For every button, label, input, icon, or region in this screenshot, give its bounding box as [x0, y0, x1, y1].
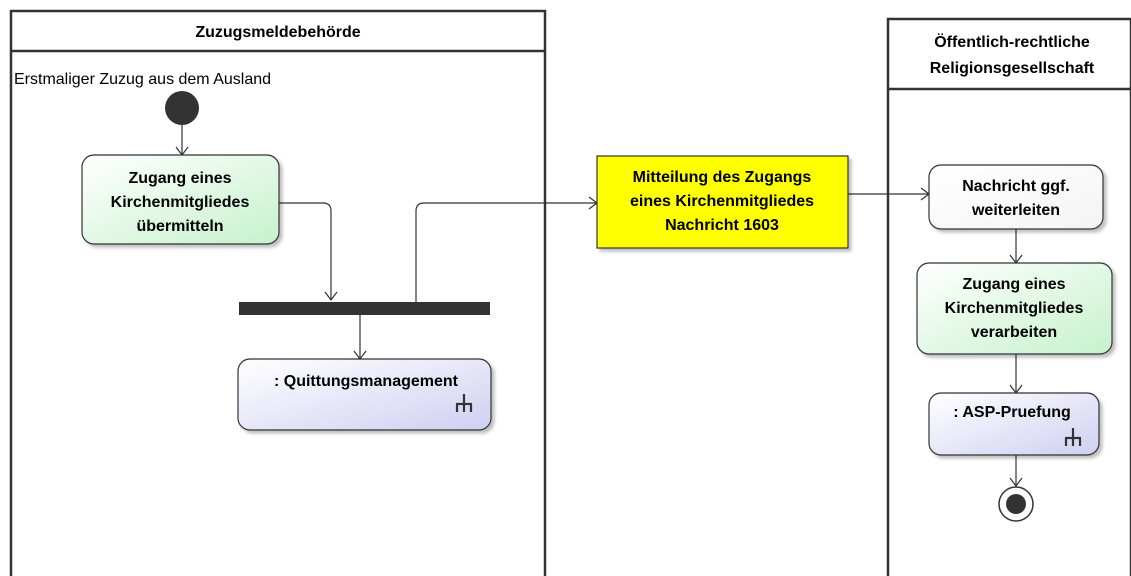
call-quittungsmanagement[interactable]: : Quittungsmanagement	[237, 358, 492, 431]
lane-title-line-2: Religionsgesellschaft	[930, 60, 1095, 77]
initial-node	[165, 91, 199, 125]
edge-send-to-fork	[279, 202, 332, 300]
call-asp-pruefung[interactable]: : ASP-Pruefung	[928, 392, 1100, 456]
action-label-line: verarbeiten	[971, 324, 1057, 341]
edges	[175, 125, 1023, 487]
object-nachricht-1603[interactable]: Mitteilung des Zugangs eines Kirchenmitg…	[596, 155, 849, 249]
action-label-line: weiterleiten	[971, 202, 1060, 219]
lane-title: Zuzugsmeldebehörde	[195, 24, 360, 41]
final-node	[998, 486, 1034, 522]
action-label-line: übermitteln	[136, 218, 223, 235]
lane-zuzugsmeldebehoerde: Zuzugsmeldebehörde	[9, 9, 547, 576]
action-zugang-uebermitteln[interactable]: Zugang eines Kirchenmitgliedes übermitte…	[81, 154, 280, 245]
fork-bar	[239, 302, 490, 315]
action-label-line: Zugang eines	[128, 170, 231, 187]
action-label-line: Nachricht ggf.	[962, 178, 1070, 195]
lane-title-line-1: Öffentlich-rechtliche	[934, 32, 1090, 51]
edge-fork-to-message	[415, 202, 597, 302]
start-label: Erstmaliger Zuzug aus dem Ausland	[14, 71, 271, 88]
object-label-line: eines Kirchenmitgliedes	[630, 193, 814, 210]
object-label-line: Nachricht 1603	[665, 217, 779, 234]
call-label: : Quittungsmanagement	[274, 373, 459, 390]
action-nachricht-weiterleiten[interactable]: Nachricht ggf. weiterleiten	[928, 164, 1104, 230]
action-zugang-verarbeiten[interactable]: Zugang eines Kirchenmitgliedes verarbeit…	[916, 262, 1113, 355]
call-label: : ASP-Pruefung	[953, 404, 1071, 421]
rake-icon	[455, 394, 473, 412]
action-label-line: Zugang eines	[962, 276, 1065, 293]
object-label-line: Mitteilung des Zugangs	[633, 169, 812, 186]
rake-icon	[1064, 428, 1082, 446]
action-label-line: Kirchenmitgliedes	[111, 194, 250, 211]
action-label-line: Kirchenmitgliedes	[945, 300, 1084, 317]
